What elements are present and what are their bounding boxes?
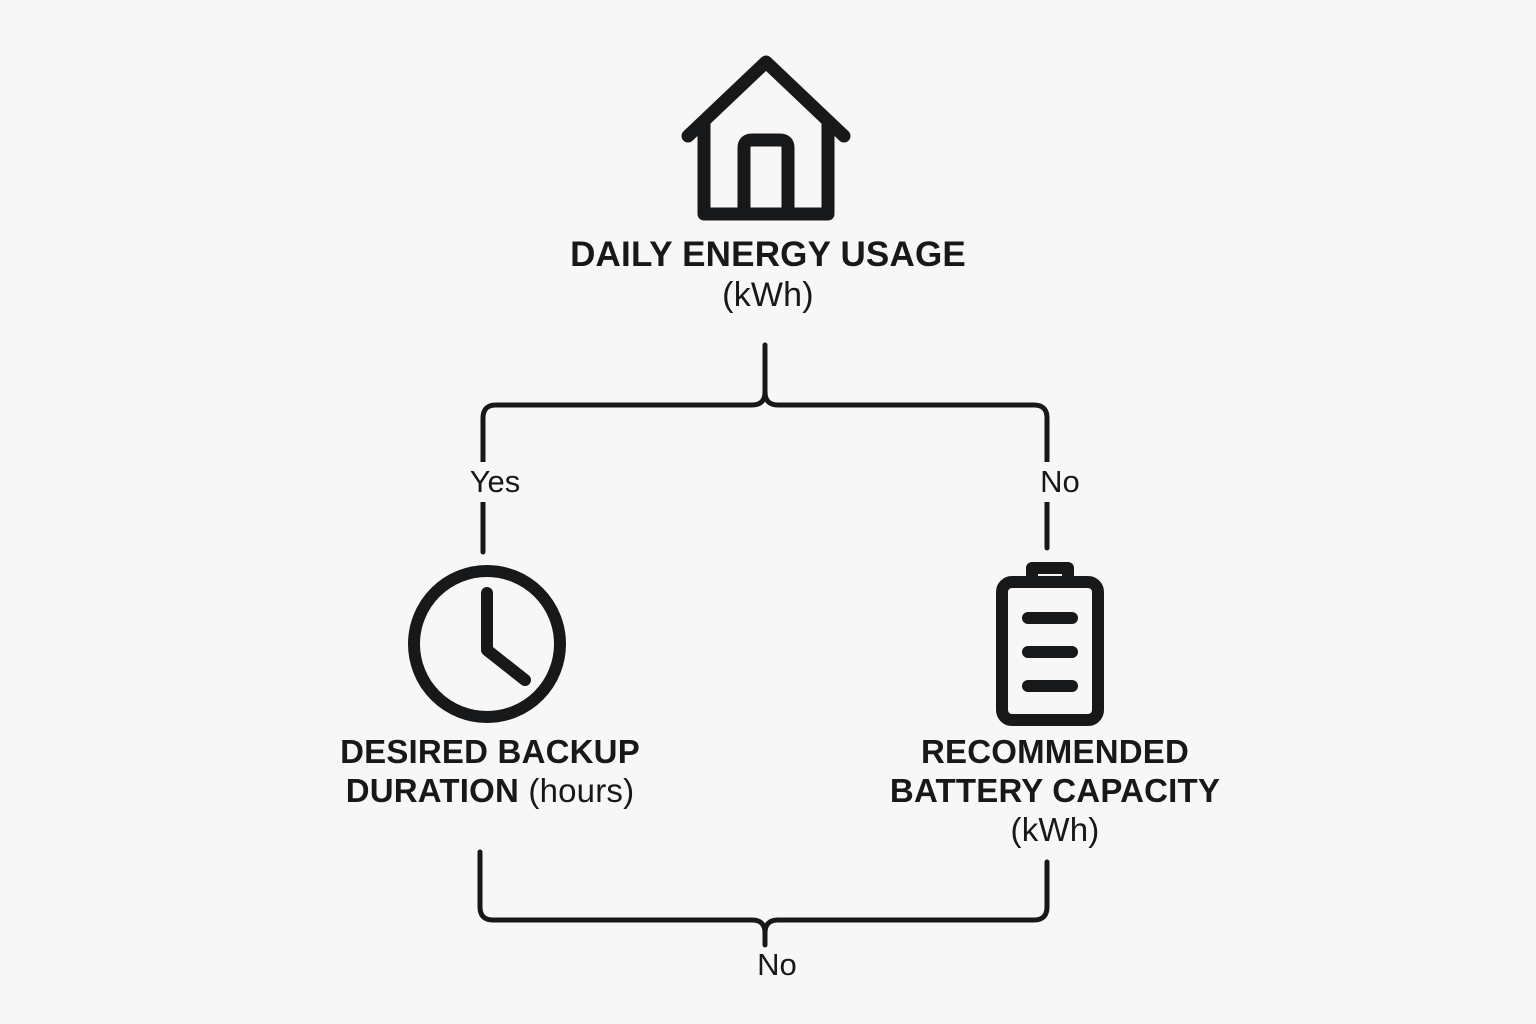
backup-duration-title-line1: DESIRED BACKUP	[340, 733, 640, 770]
battery-capacity-title-line1: RECOMMENDED	[920, 733, 1190, 770]
clock-icon	[403, 560, 571, 728]
backup-duration-title-line2: DURATION	[345, 771, 519, 809]
node-label-desired-backup-duration: DESIRED BACKUP DURATION (hours)	[180, 733, 800, 811]
node-label-daily-energy-usage: DAILY ENERGY USAGE (kWh)	[368, 234, 1168, 315]
branch-label-no-right: No	[988, 462, 1132, 503]
battery-capacity-unit: (kWh)	[1010, 810, 1100, 848]
connector-top-brace-right	[762, 389, 1050, 455]
branch-label-yes: Yes	[423, 462, 567, 503]
backup-duration-unit: (hours)	[528, 771, 635, 809]
backup-duration-title-line2-row: DURATION (hours)	[180, 772, 800, 811]
connector-top-brace	[480, 342, 768, 455]
connector-bottom-brace-right	[762, 859, 1050, 936]
branch-label-no-bottom: No	[757, 947, 797, 982]
battery-icon	[988, 556, 1112, 732]
battery-capacity-title-line2: BATTERY CAPACITY	[889, 771, 1221, 809]
connector-bottom-brace-left	[477, 849, 768, 948]
daily-energy-unit: (kWh)	[722, 276, 814, 315]
daily-energy-title: DAILY ENERGY USAGE	[570, 235, 966, 274]
node-label-recommended-battery-capacity: RECOMMENDED BATTERY CAPACITY (kWh)	[745, 733, 1365, 850]
house-icon	[676, 48, 856, 228]
